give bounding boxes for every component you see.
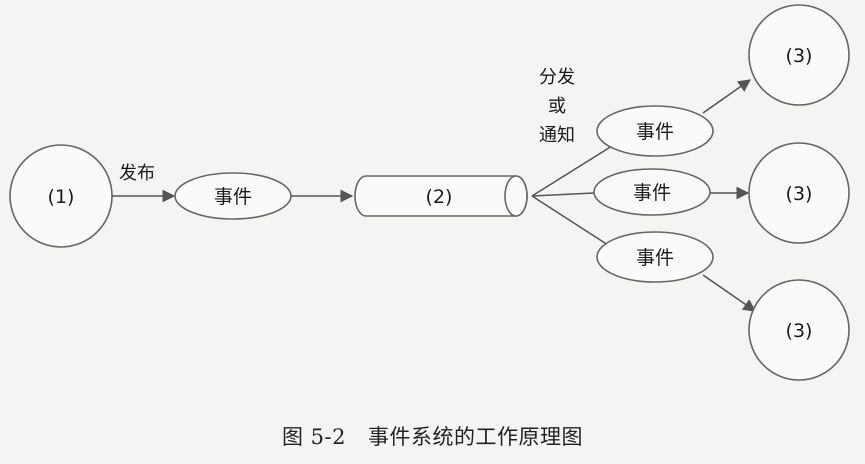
figure-title: 事件系统的工作原理图 <box>368 425 583 449</box>
edge-to-subscriber-top <box>702 79 752 114</box>
subscriber-label-middle: (3) <box>786 183 813 205</box>
inbound-event-node: 事件 <box>174 172 292 220</box>
channel-label: (2) <box>426 186 453 208</box>
subscriber-node-top: (3) <box>748 4 850 106</box>
fan-out-edge-top <box>531 145 613 197</box>
fan-out-edges <box>531 145 613 246</box>
subscriber-node-middle: (3) <box>748 142 850 244</box>
subscriber-label-top: (3) <box>786 45 813 67</box>
fan-out-edge-bottom <box>531 195 609 246</box>
event-system-diagram: (1) 发布 事件 (2) 分发 或 通知 <box>9 4 850 381</box>
publish-edge: 发布 <box>112 163 176 203</box>
event-label-top: 事件 <box>636 121 674 143</box>
dispatch-label: 分发 或 通知 <box>539 67 575 146</box>
subscriber-label-bottom: (3) <box>786 320 813 342</box>
publisher-label: (1) <box>48 186 75 208</box>
dispatch-label-line1: 分发 <box>539 67 575 88</box>
event-label-bottom: 事件 <box>636 247 674 269</box>
channel-node: (2) <box>354 175 528 217</box>
event-node-middle: 事件 <box>593 168 711 216</box>
event-node-top: 事件 <box>596 105 714 157</box>
edge-to-subscriber-bottom <box>702 274 757 312</box>
dispatch-label-line2: 或 <box>548 96 566 117</box>
inbound-event-label: 事件 <box>214 186 252 208</box>
publisher-node: (1) <box>9 144 113 248</box>
publish-edge-label: 发布 <box>119 163 155 184</box>
subscriber-node-bottom: (3) <box>748 279 850 381</box>
figure-caption: 图 5-2 事件系统的工作原理图 <box>0 421 865 451</box>
figure-number: 图 5-2 <box>282 425 346 449</box>
event-label-middle: 事件 <box>633 182 671 204</box>
event-node-bottom: 事件 <box>596 231 714 283</box>
fan-out-edge-middle <box>531 192 595 197</box>
dispatch-label-line3: 通知 <box>539 125 575 146</box>
